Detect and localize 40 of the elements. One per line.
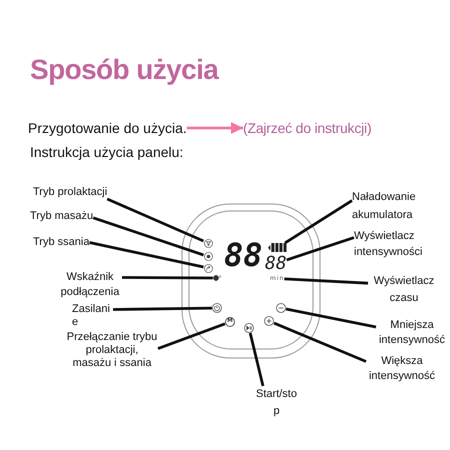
callout-label: Tryb ssania xyxy=(33,236,90,249)
intro-text: Przygotowanie do użycia. xyxy=(28,119,187,137)
minus-icon xyxy=(276,303,286,313)
callout-label: Start/stop xyxy=(254,386,299,420)
callout-label: Zasilanie xyxy=(72,303,113,329)
leader-line xyxy=(89,241,204,268)
arrow xyxy=(186,122,243,134)
leader-line xyxy=(284,199,353,244)
curved-arrow-icon xyxy=(204,264,212,272)
play-pause-icon xyxy=(244,323,254,333)
page-title: Sposób użycia xyxy=(30,53,218,87)
callout-label: Wyświetlacz intensywności xyxy=(354,228,434,260)
leader-line xyxy=(112,306,212,311)
callout-label: Tryb masażu xyxy=(30,210,94,223)
leader-line xyxy=(273,322,367,363)
leader-line xyxy=(122,276,213,280)
callout-label: Przełączanie trybu prolaktacji, masażu i ssania xyxy=(66,331,158,370)
callout-label: Wyświetlacz czasu xyxy=(368,273,440,307)
note-text: (Zajrzeć do instrukcji) xyxy=(243,119,372,137)
leader-line xyxy=(248,332,264,386)
leader-line xyxy=(286,236,354,262)
callout-label: Wskaźnik podłączenia xyxy=(58,270,122,300)
power-icon xyxy=(212,303,222,313)
callout-label: Tryb prolaktacji xyxy=(33,186,108,199)
leader-line xyxy=(158,322,226,350)
target-icon xyxy=(204,252,212,261)
dot-icon xyxy=(212,275,222,281)
callout-label: Mniejsza intensywność xyxy=(376,318,448,348)
lcd-digits: 88 xyxy=(265,255,287,272)
lcd-digits: 88 xyxy=(224,240,263,270)
leader-line xyxy=(286,308,376,328)
plus-icon xyxy=(264,316,274,326)
section-heading: Instrukcja użycia panelu: xyxy=(30,143,184,161)
leader-line xyxy=(106,198,204,242)
leader-line xyxy=(92,216,204,256)
funnel-icon xyxy=(204,238,212,248)
callout-label: Naładowanie akumulatora xyxy=(352,188,432,224)
callout-label: Większa intensywność xyxy=(366,354,438,384)
leader-line xyxy=(284,278,368,285)
battery-icon xyxy=(268,242,287,252)
